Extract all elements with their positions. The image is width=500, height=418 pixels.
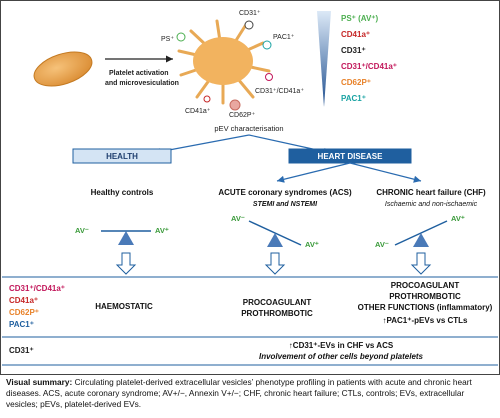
cd31-finding-2: Involvement of other cells beyond platel… <box>259 352 424 361</box>
healthy-av-plus: AV⁺ <box>155 226 169 235</box>
legend-cd41a: CD41a⁺ <box>341 30 370 39</box>
summary-lead: Visual summary: <box>6 377 73 387</box>
cd31-ev-icon <box>244 20 254 30</box>
pev-characterisation-label: pEV characterisation <box>214 124 283 133</box>
health-box <box>72 148 172 164</box>
result-chf-3: OTHER FUNCTIONS (inflammatory) <box>358 303 493 312</box>
result-acs-2: PROTHROMBOTIC <box>241 309 313 318</box>
healthy-av-minus: AV⁻ <box>75 226 89 235</box>
marker-legend: PS⁺ (AV⁺) CD41a⁺ CD31⁺ CD31⁺/CD41a⁺ CD62… <box>341 14 397 103</box>
cd62p-label: CD62P⁺ <box>229 112 256 119</box>
cd31-cd41a-ev-icon <box>265 73 273 81</box>
marker-pac1: PAC1⁺ <box>9 320 34 329</box>
chf-title: CHRONIC heart failure (CHF) <box>376 188 486 197</box>
cd31-finding-1: ↑CD31⁺-EVs in CHF vs ACS <box>289 341 394 350</box>
down-arrow-chf <box>410 252 432 275</box>
activated-platelet-body <box>193 37 253 85</box>
split-arrow-acs <box>276 162 351 183</box>
chf-av-minus: AV⁻ <box>375 240 389 249</box>
result-acs-1: PROCOAGULANT <box>243 298 312 307</box>
cd41a-ev-icon <box>203 95 211 103</box>
marker-cd41a: CD41a⁺ <box>9 296 38 305</box>
cd31-marker: CD31⁺ <box>9 346 34 355</box>
health-label: HEALTH <box>106 152 138 161</box>
activation-caption-2: and microvesiculation <box>105 80 179 87</box>
marker-cd31-cd41a: CD31⁺/CD41a⁺ <box>9 284 65 293</box>
result-chf-1: PROCOAGULANT <box>391 281 460 290</box>
down-arrow-healthy <box>115 252 137 275</box>
pac1-ev-icon <box>262 40 272 50</box>
cd62p-ev-icon <box>229 99 241 111</box>
acs-title: ACUTE coronary syndromes (ACS) <box>218 188 352 197</box>
abundance-gradient-triangle <box>317 11 331 107</box>
chf-subtitle: Ischaemic and non-ischaemic <box>385 201 478 208</box>
legend-ps: PS⁺ (AV⁺) <box>341 14 379 23</box>
balance-acs: AV⁻ AV⁺ <box>231 214 319 249</box>
down-arrow-acs <box>264 252 286 275</box>
split-arrow-chf <box>349 162 422 183</box>
summary-text: Circulating platelet-derived extracellul… <box>6 377 472 409</box>
acs-subtitle: STEMI and NSTEMI <box>253 201 318 208</box>
visual-summary: Visual summary: Circulating platelet-der… <box>6 377 494 410</box>
legend-pac1: PAC1⁺ <box>341 94 366 103</box>
healthy-controls-title: Healthy controls <box>91 188 154 197</box>
result-chf-2: PROTHROMBOTIC <box>389 292 461 301</box>
activation-caption-1: Platelet activation <box>109 70 169 77</box>
ps-ev-icon <box>176 32 186 42</box>
results-band <box>2 277 498 337</box>
resting-platelet-icon <box>33 51 93 87</box>
figure-frame: Platelet activation and microvesiculatio… <box>0 0 500 375</box>
acs-av-plus: AV⁺ <box>305 240 319 249</box>
ps-label: PS⁺ <box>161 36 174 43</box>
result-healthy: HAEMOSTATIC <box>95 302 153 311</box>
marker-list: CD31⁺/CD41a⁺ CD41a⁺ CD62P⁺ PAC1⁺ <box>9 284 65 329</box>
balance-chf: AV⁻ AV⁺ <box>375 214 465 249</box>
marker-cd62p: CD62P⁺ <box>9 308 39 317</box>
result-chf-4: ↑PAC1⁺-pEVs vs CTLs <box>383 316 469 325</box>
chf-av-plus: AV⁺ <box>451 214 465 223</box>
legend-cd31-cd41a: CD31⁺/CD41a⁺ <box>341 62 397 71</box>
cd31-label: CD31⁺ <box>239 10 261 17</box>
diagram-canvas: Platelet activation and microvesiculatio… <box>2 10 498 366</box>
heart-disease-label: HEART DISEASE <box>318 152 384 161</box>
legend-cd31: CD31⁺ <box>341 46 366 55</box>
acs-av-minus: AV⁻ <box>231 214 245 223</box>
legend-cd62p: CD62P⁺ <box>341 78 371 87</box>
cd31-cd41a-label: CD31⁺/CD41a⁺ <box>255 88 304 95</box>
balance-healthy: AV⁻ AV⁺ <box>75 226 169 245</box>
cd41a-label: CD41a⁺ <box>185 108 211 115</box>
pac1-label: PAC1⁺ <box>273 34 295 41</box>
